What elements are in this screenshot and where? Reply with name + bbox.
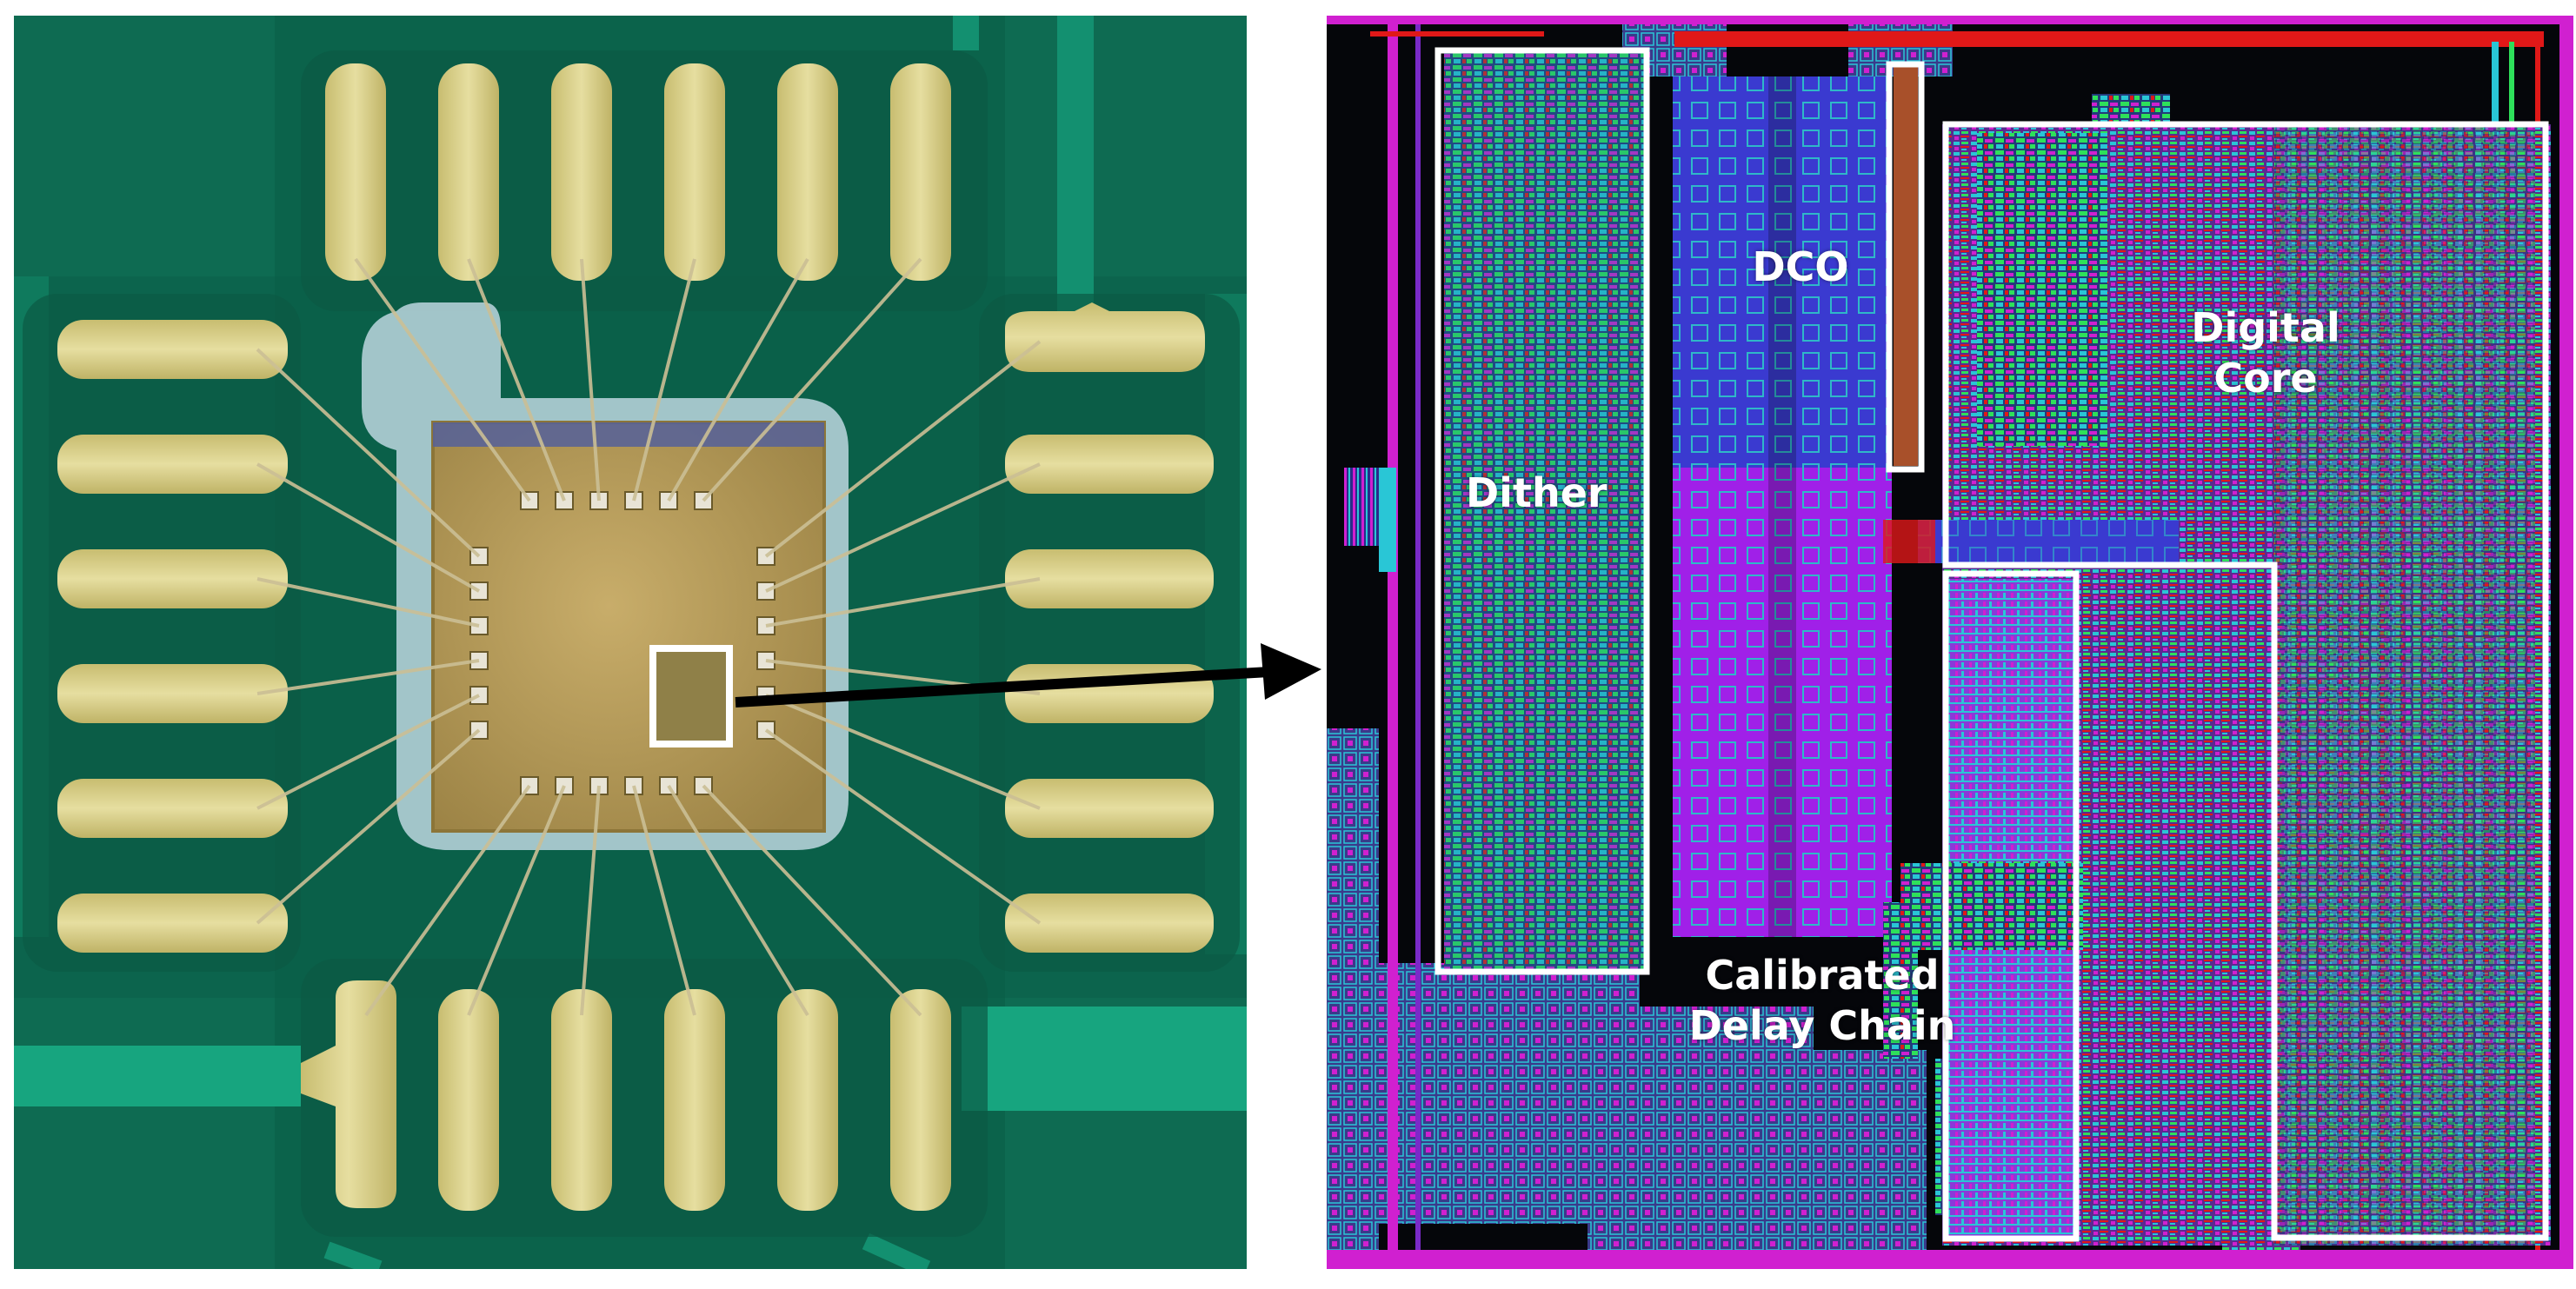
zoom-highlight-box — [649, 645, 733, 747]
delay-chain-control — [1900, 863, 2083, 950]
pcb-photo-drawing — [14, 16, 1247, 1269]
delay-chain-label-line1: Calibrated — [1705, 952, 1940, 999]
delay-chain-outline — [1942, 570, 2080, 1242]
delay-chain-upper — [1946, 579, 2076, 861]
delay-chain-label: Calibrated Delay Chain — [1657, 950, 1987, 1051]
dither-block — [1444, 49, 1646, 970]
dither-label: Dither — [1466, 469, 1608, 516]
dco-label: DCO — [1752, 243, 1849, 290]
left-bond-pads — [57, 320, 288, 953]
bond-wires — [256, 257, 1042, 1017]
delay-chain-lower — [1946, 950, 2076, 1241]
power-routing — [1327, 16, 2573, 1269]
pcb-trace — [14, 1046, 301, 1106]
layout-drawing — [1327, 16, 2573, 1269]
arrow-head — [1261, 643, 1321, 700]
bottom-bond-pads — [301, 980, 951, 1211]
top-bond-pads — [325, 63, 951, 281]
digital-core-label-line2: Core — [2213, 355, 2318, 402]
highlighted-core-area — [653, 648, 729, 744]
pcb-trace — [1057, 16, 1094, 329]
pcb-trace — [962, 1007, 1247, 1111]
dco-strip-outline — [1886, 61, 1925, 473]
delay-chain-label-line2: Delay Chain — [1688, 1002, 1956, 1049]
dco-capacitor-strip — [1894, 66, 1918, 466]
chip-layout-view: Dither DCO Digital Core Calibrated Delay… — [1327, 16, 2573, 1269]
digital-core-label: Digital Core — [2144, 302, 2387, 403]
digital-core-label-line1: Digital — [2191, 304, 2340, 351]
dither-outline — [1434, 47, 1650, 975]
chip-package-photo — [14, 16, 1247, 1269]
block-outlines — [1434, 47, 2549, 1242]
digital-core-outline — [1942, 121, 2549, 1241]
